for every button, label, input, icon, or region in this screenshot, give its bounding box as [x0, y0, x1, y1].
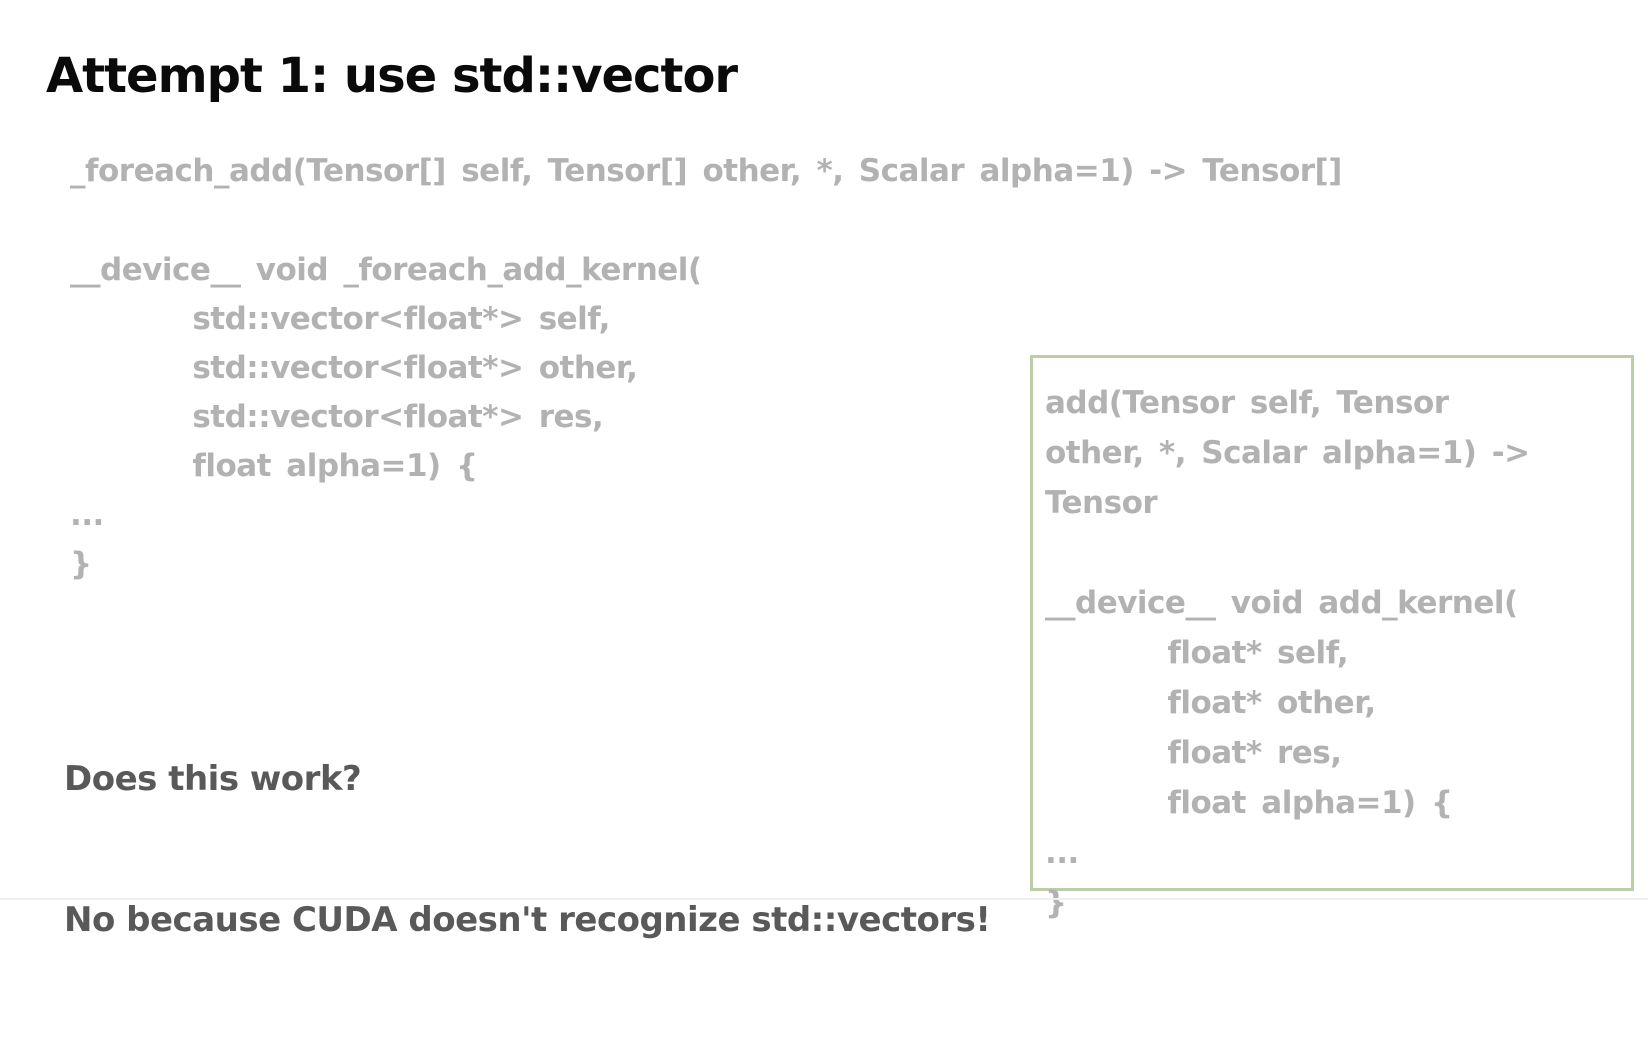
slide-bottom-edge: [0, 898, 1648, 900]
foreach-add-kernel-code: __device__ void _foreach_add_kernel( std…: [70, 252, 702, 582]
question-line: Does this work?: [64, 759, 362, 799]
add-kernel-code: add(Tensor self, Tensor other, *, Scalar…: [1045, 385, 1530, 921]
slide: Attempt 1: use std::vector _foreach_add(…: [0, 48, 1648, 940]
commentary: Does this work? No because CUDA doesn't …: [64, 662, 991, 1038]
reference-code-box: add(Tensor self, Tensor other, *, Scalar…: [1030, 355, 1634, 921]
answer-line: No because CUDA doesn't recognize std::v…: [64, 900, 991, 940]
slide-title: Attempt 1: use std::vector: [46, 48, 738, 104]
foreach-add-signature: _foreach_add(Tensor[] self, Tensor[] oth…: [70, 153, 1342, 189]
